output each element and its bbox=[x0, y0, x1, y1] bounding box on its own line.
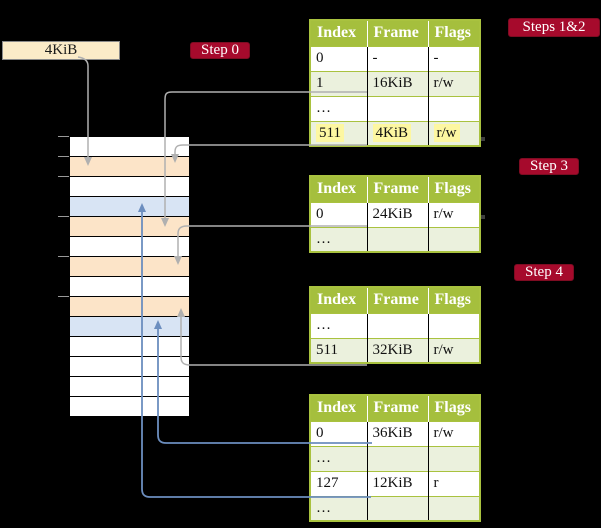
table-row: … bbox=[310, 312, 480, 338]
badge-step-3: Step 3 bbox=[519, 158, 579, 175]
address-tick bbox=[58, 256, 69, 257]
address-tick bbox=[58, 176, 69, 177]
column-header-index: Index bbox=[310, 20, 368, 46]
column-header-flags: Flags bbox=[428, 20, 480, 46]
table-row: 0 36KiB r/w bbox=[310, 420, 480, 446]
column-header-frame: Frame bbox=[367, 176, 429, 202]
memory-row bbox=[70, 297, 189, 317]
address-tick bbox=[58, 156, 69, 157]
badge-step-0: Step 0 bbox=[190, 42, 250, 59]
column-header-flags: Flags bbox=[428, 176, 480, 202]
column-header-index: Index bbox=[310, 287, 368, 313]
address-tick bbox=[58, 296, 69, 297]
address-tick bbox=[58, 136, 69, 137]
column-header-index: Index bbox=[310, 176, 368, 202]
row-marker bbox=[481, 137, 485, 141]
badge-steps-1-2: Steps 1&2 bbox=[508, 18, 600, 37]
memory-row bbox=[70, 377, 189, 397]
table-header-row: Index Frame Flags bbox=[310, 287, 480, 313]
memory-row bbox=[70, 257, 189, 277]
table-row: 0 - - bbox=[310, 45, 480, 71]
column-header-flags: Flags bbox=[428, 287, 480, 313]
memory-row bbox=[70, 177, 189, 197]
table-row: 0 24KiB r/w bbox=[310, 201, 480, 227]
table-header-row: Index Frame Flags bbox=[310, 176, 480, 202]
table-row: 127 12KiB r bbox=[310, 470, 480, 496]
table-row: … bbox=[310, 495, 480, 521]
memory-row bbox=[70, 397, 189, 416]
physical-memory-column bbox=[69, 136, 190, 417]
memory-row bbox=[70, 137, 189, 157]
badge-step-4: Step 4 bbox=[514, 264, 574, 281]
address-tick bbox=[58, 216, 69, 217]
column-header-frame: Frame bbox=[367, 20, 429, 46]
table-row-highlighted: 511 4KiB r/w bbox=[310, 120, 480, 146]
memory-row bbox=[70, 317, 189, 337]
row-marker bbox=[481, 215, 485, 219]
page-table-step-4: Index Frame Flags … 511 32KiB r/w bbox=[309, 286, 481, 364]
table-row: … bbox=[310, 95, 480, 121]
table-row: 1 16KiB r/w bbox=[310, 70, 480, 96]
table-row: … bbox=[310, 226, 480, 252]
highlighted-value: r/w bbox=[433, 123, 460, 142]
column-header-frame: Frame bbox=[367, 395, 429, 421]
page-table-steps-1-2: Index Frame Flags 0 - - 1 16KiB r/w … 51… bbox=[309, 19, 481, 147]
highlighted-value: 4KiB bbox=[372, 123, 412, 142]
table-header-row: Index Frame Flags bbox=[310, 395, 480, 421]
memory-row bbox=[70, 237, 189, 257]
memory-row bbox=[70, 337, 189, 357]
frame-size-label-box: 4KiB bbox=[2, 41, 120, 60]
memory-row bbox=[70, 157, 189, 177]
table-row: … bbox=[310, 445, 480, 471]
column-header-frame: Frame bbox=[367, 287, 429, 313]
table-row: 511 32KiB r/w bbox=[310, 337, 480, 363]
memory-row bbox=[70, 217, 189, 237]
page-table-final-level: Index Frame Flags 0 36KiB r/w … 127 12Ki… bbox=[309, 394, 481, 522]
highlighted-value: 511 bbox=[316, 123, 344, 142]
memory-row bbox=[70, 197, 189, 217]
memory-row bbox=[70, 357, 189, 377]
column-header-index: Index bbox=[310, 395, 368, 421]
page-table-step-3: Index Frame Flags 0 24KiB r/w … bbox=[309, 175, 481, 253]
column-header-flags: Flags bbox=[428, 395, 480, 421]
table-header-row: Index Frame Flags bbox=[310, 20, 480, 46]
memory-row bbox=[70, 277, 189, 297]
